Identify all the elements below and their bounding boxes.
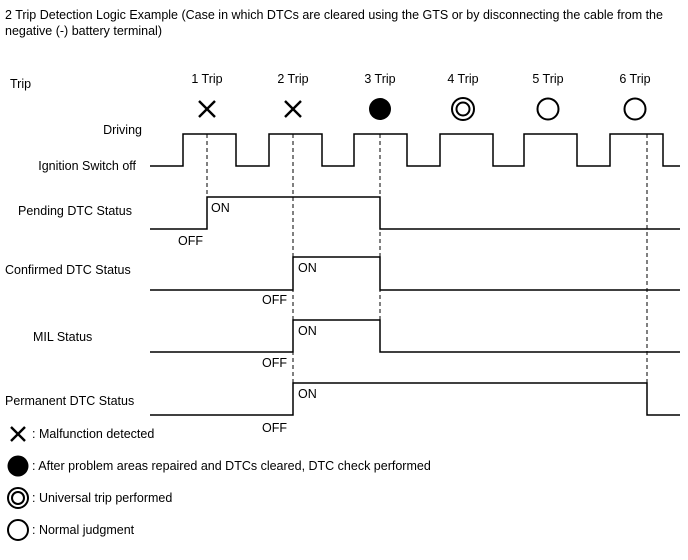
trip-3-label: 3 Trip (364, 72, 395, 86)
trip-2-cross-icon (284, 100, 302, 118)
trip-6-label: 6 Trip (619, 72, 650, 86)
confirmed-off-label: OFF (262, 293, 287, 307)
trip-3-filled-circle-icon (369, 98, 391, 120)
confirmed-on-label: ON (298, 261, 317, 275)
legend-normal-judgment-text: : Normal judgment (32, 523, 135, 537)
trip-1-label: 1 Trip (191, 72, 222, 86)
trip-timing-diagram: Trip 1 Trip 2 Trip 3 Trip 4 Trip 5 Trip 6 Tri… (5, 72, 680, 435)
legend-item-normal-judgment: : Normal judgment (6, 518, 134, 542)
legend-universal-trip-text: : Universal trip performed (32, 491, 173, 505)
pending-dtc-label: Pending DTC Status (18, 204, 132, 218)
driving-label: Driving (103, 123, 142, 137)
mil-status-waveform (150, 319, 680, 353)
double-circle-icon (7, 487, 29, 509)
trip-5-open-circle-icon (536, 97, 560, 121)
trip-4-double-circle-icon (451, 97, 475, 121)
trip-header: Trip (10, 77, 31, 91)
trip-4-label: 4 Trip (447, 72, 478, 86)
pending-off-label: OFF (178, 234, 203, 248)
legend-item-universal-trip: : Universal trip performed (6, 486, 172, 510)
permanent-dtc-label: Permanent DTC Status (5, 394, 134, 408)
trip-5-label: 5 Trip (532, 72, 563, 86)
legend-item-malfunction: : Malfunction detected (6, 422, 154, 446)
trip-2-label: 2 Trip (277, 72, 308, 86)
pending-on-label: ON (211, 201, 230, 215)
confirmed-dtc-label: Confirmed DTC Status (5, 263, 131, 277)
mil-off-label: OFF (262, 356, 287, 370)
ignition-label: Ignition Switch off (38, 159, 136, 173)
cross-icon (10, 426, 26, 442)
filled-circle-icon (7, 455, 29, 477)
confirmed-dtc-waveform (150, 256, 680, 291)
trip-6-open-circle-icon (623, 97, 647, 121)
diagram-title: 2 Trip Detection Logic Example (Case in … (5, 8, 663, 38)
trip-1-cross-icon (198, 100, 216, 118)
legend-malfunction-text: : Malfunction detected (32, 427, 155, 441)
ignition-driving-waveform (150, 133, 680, 167)
permanent-on-label: ON (298, 387, 317, 401)
mil-status-label: MIL Status (33, 330, 92, 344)
mil-on-label: ON (298, 324, 317, 338)
legend-dtc-check-text: : After problem areas repaired and DTCs … (32, 459, 431, 473)
permanent-off-label: OFF (262, 421, 287, 435)
permanent-dtc-waveform (150, 382, 680, 416)
open-circle-icon (7, 519, 29, 541)
legend-item-dtc-check: : After problem areas repaired and DTCs … (6, 454, 431, 478)
